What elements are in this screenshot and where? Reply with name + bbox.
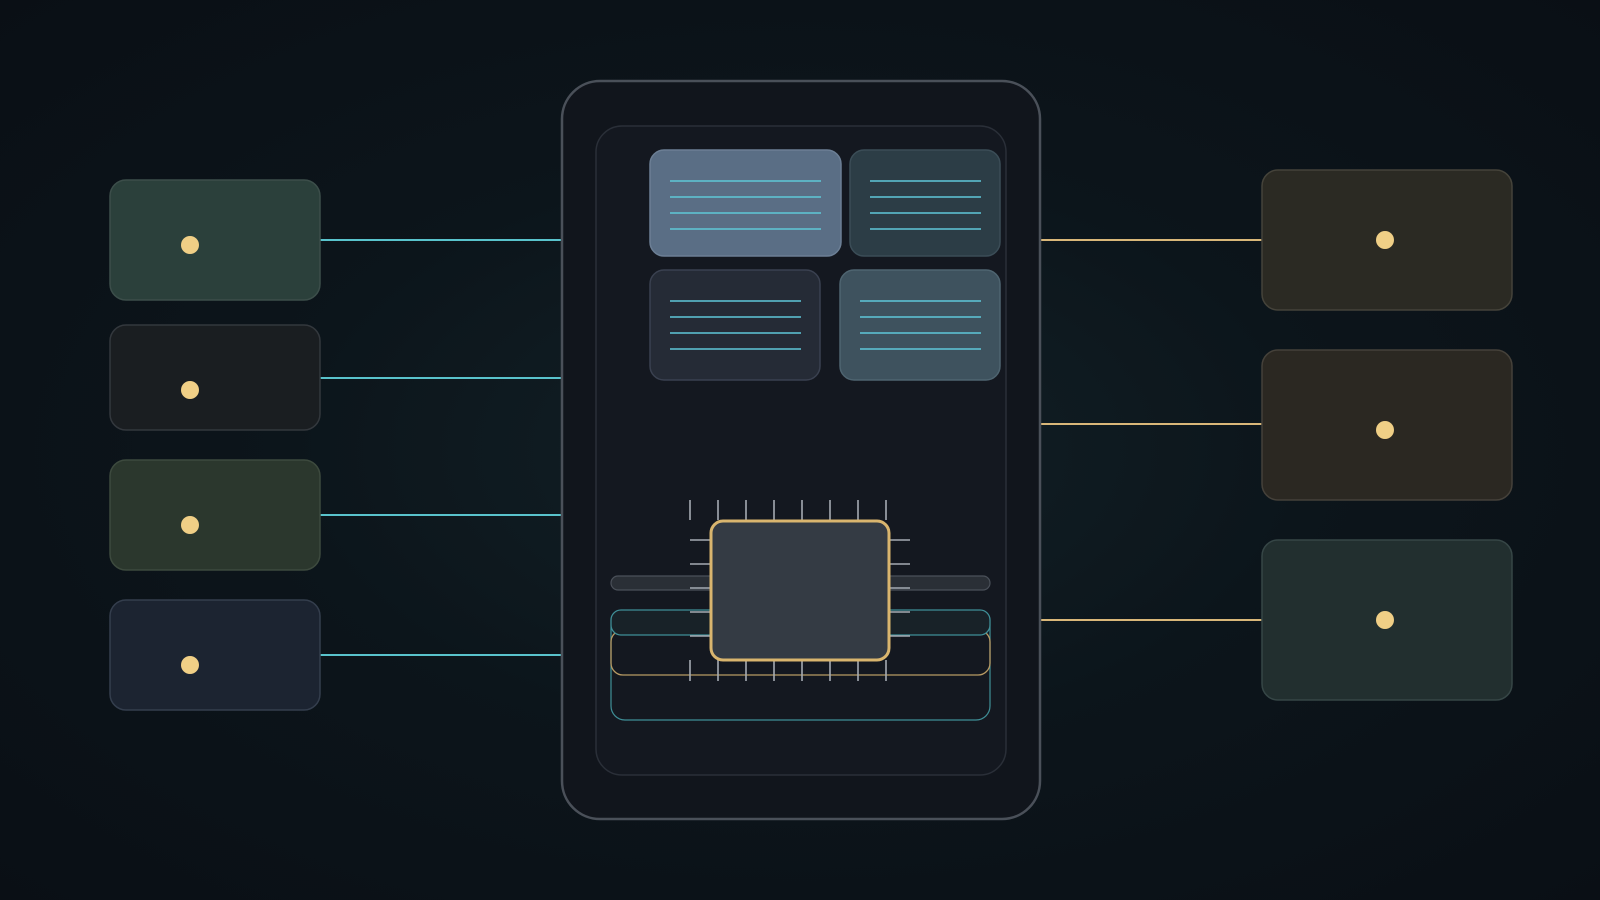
cpu-chip [709,519,891,662]
right-node-1-dot [1376,231,1394,249]
panel-4-box [839,269,1001,381]
device [560,79,1042,821]
left-node-2 [109,324,321,431]
left-node-3 [109,459,321,571]
panel-4 [839,269,1001,381]
chip-pins [689,500,910,681]
right-node-2-dot [1376,421,1394,439]
panel-4-lines [860,300,981,350]
left-node-1 [109,179,321,301]
left-nodes [109,179,321,711]
content-panels [649,149,1001,381]
left-node-1-dot [181,236,199,254]
panel-3 [649,269,821,381]
panel-2-box [849,149,1001,257]
left-node-2-dot [181,381,199,399]
panel-1 [649,149,842,257]
left-node-3-box [109,459,321,571]
left-node-4-dot [181,656,199,674]
left-node-4 [109,599,321,711]
panel-3-lines [670,300,801,350]
right-nodes [1261,169,1513,701]
left-node-1-box [109,179,321,301]
panel-2 [849,149,1001,257]
left-node-4-box [109,599,321,711]
right-node-3 [1261,539,1513,701]
panel-1-box [649,149,842,257]
right-node-3-dot [1376,611,1394,629]
panel-2-lines [870,180,981,230]
right-node-1 [1261,169,1513,311]
left-node-2-box [109,324,321,431]
panel-1-lines [670,180,821,230]
left-node-3-dot [181,516,199,534]
right-node-2 [1261,349,1513,501]
panel-3-box [649,269,821,381]
